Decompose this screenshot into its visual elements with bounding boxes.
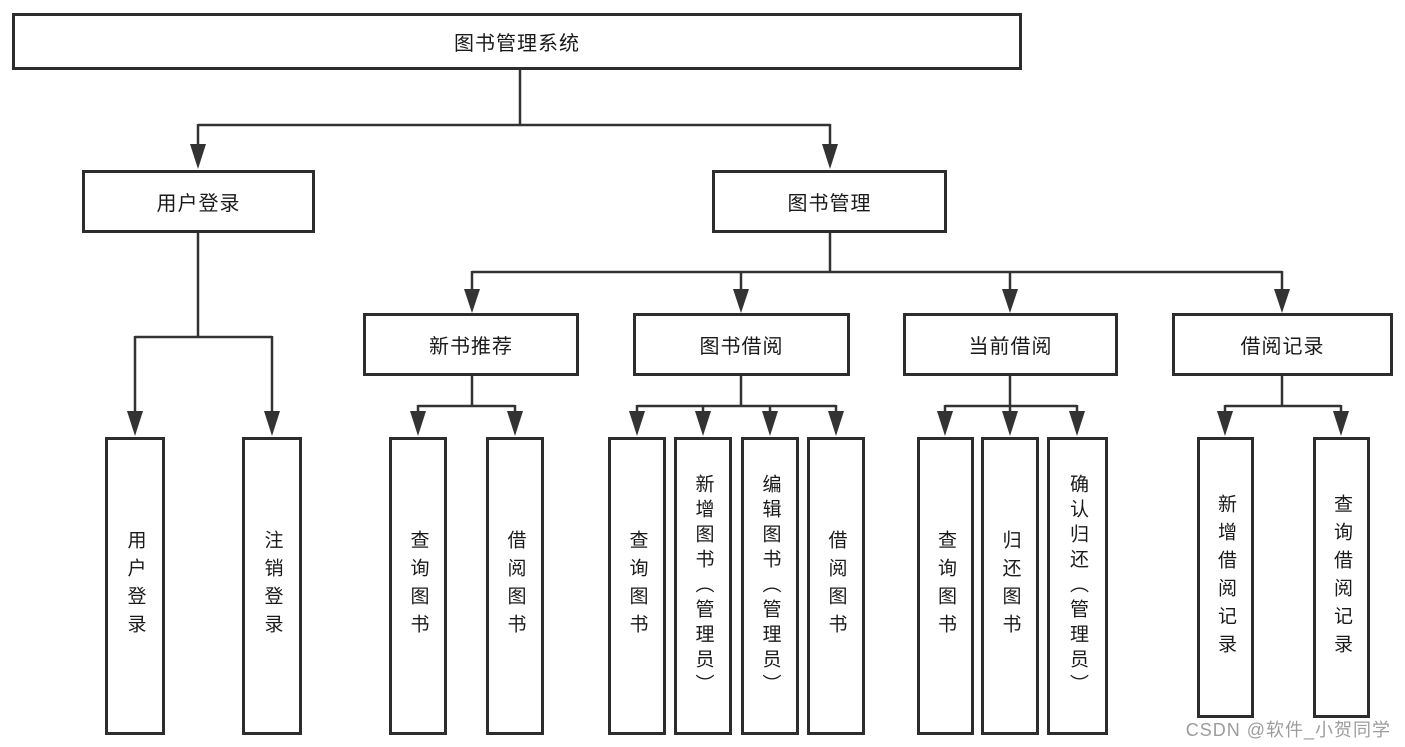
leaf-query-books-recommend: 查询图书	[389, 437, 447, 735]
node-library-management-system: 图书管理系统	[12, 13, 1022, 70]
csdn-watermark: CSDN @软件_小贺同学	[1185, 720, 1391, 740]
leaf-return-books: 归还图书	[981, 437, 1039, 735]
node-new-book-recommend: 新书推荐	[363, 313, 579, 376]
node-book-borrowing: 图书借阅	[633, 313, 850, 376]
leaf-edit-books-admin: 编辑图书（管理员）	[741, 437, 799, 735]
node-user-login: 用户登录	[82, 170, 315, 233]
leaf-confirm-return-admin: 确认归还（管理员）	[1047, 437, 1108, 735]
arrowheads	[127, 144, 1349, 436]
node-borrow-records: 借阅记录	[1172, 313, 1393, 376]
leaf-add-books-admin: 新增图书（管理员）	[674, 437, 732, 735]
node-book-management: 图书管理	[712, 170, 947, 233]
leaf-add-borrow-record: 新增借阅记录	[1197, 437, 1254, 718]
leaf-borrow-books-recommend: 借阅图书	[486, 437, 544, 735]
leaf-query-books-current: 查询图书	[917, 437, 974, 735]
leaf-borrow-books-borrowing: 借阅图书	[807, 437, 865, 735]
node-current-borrowing: 当前借阅	[903, 313, 1118, 376]
leaf-logout: 注销登录	[242, 437, 302, 735]
leaf-user-login: 用户登录	[105, 437, 165, 735]
leaf-query-borrow-record: 查询借阅记录	[1313, 437, 1370, 718]
leaf-query-books-borrowing: 查询图书	[608, 437, 666, 735]
